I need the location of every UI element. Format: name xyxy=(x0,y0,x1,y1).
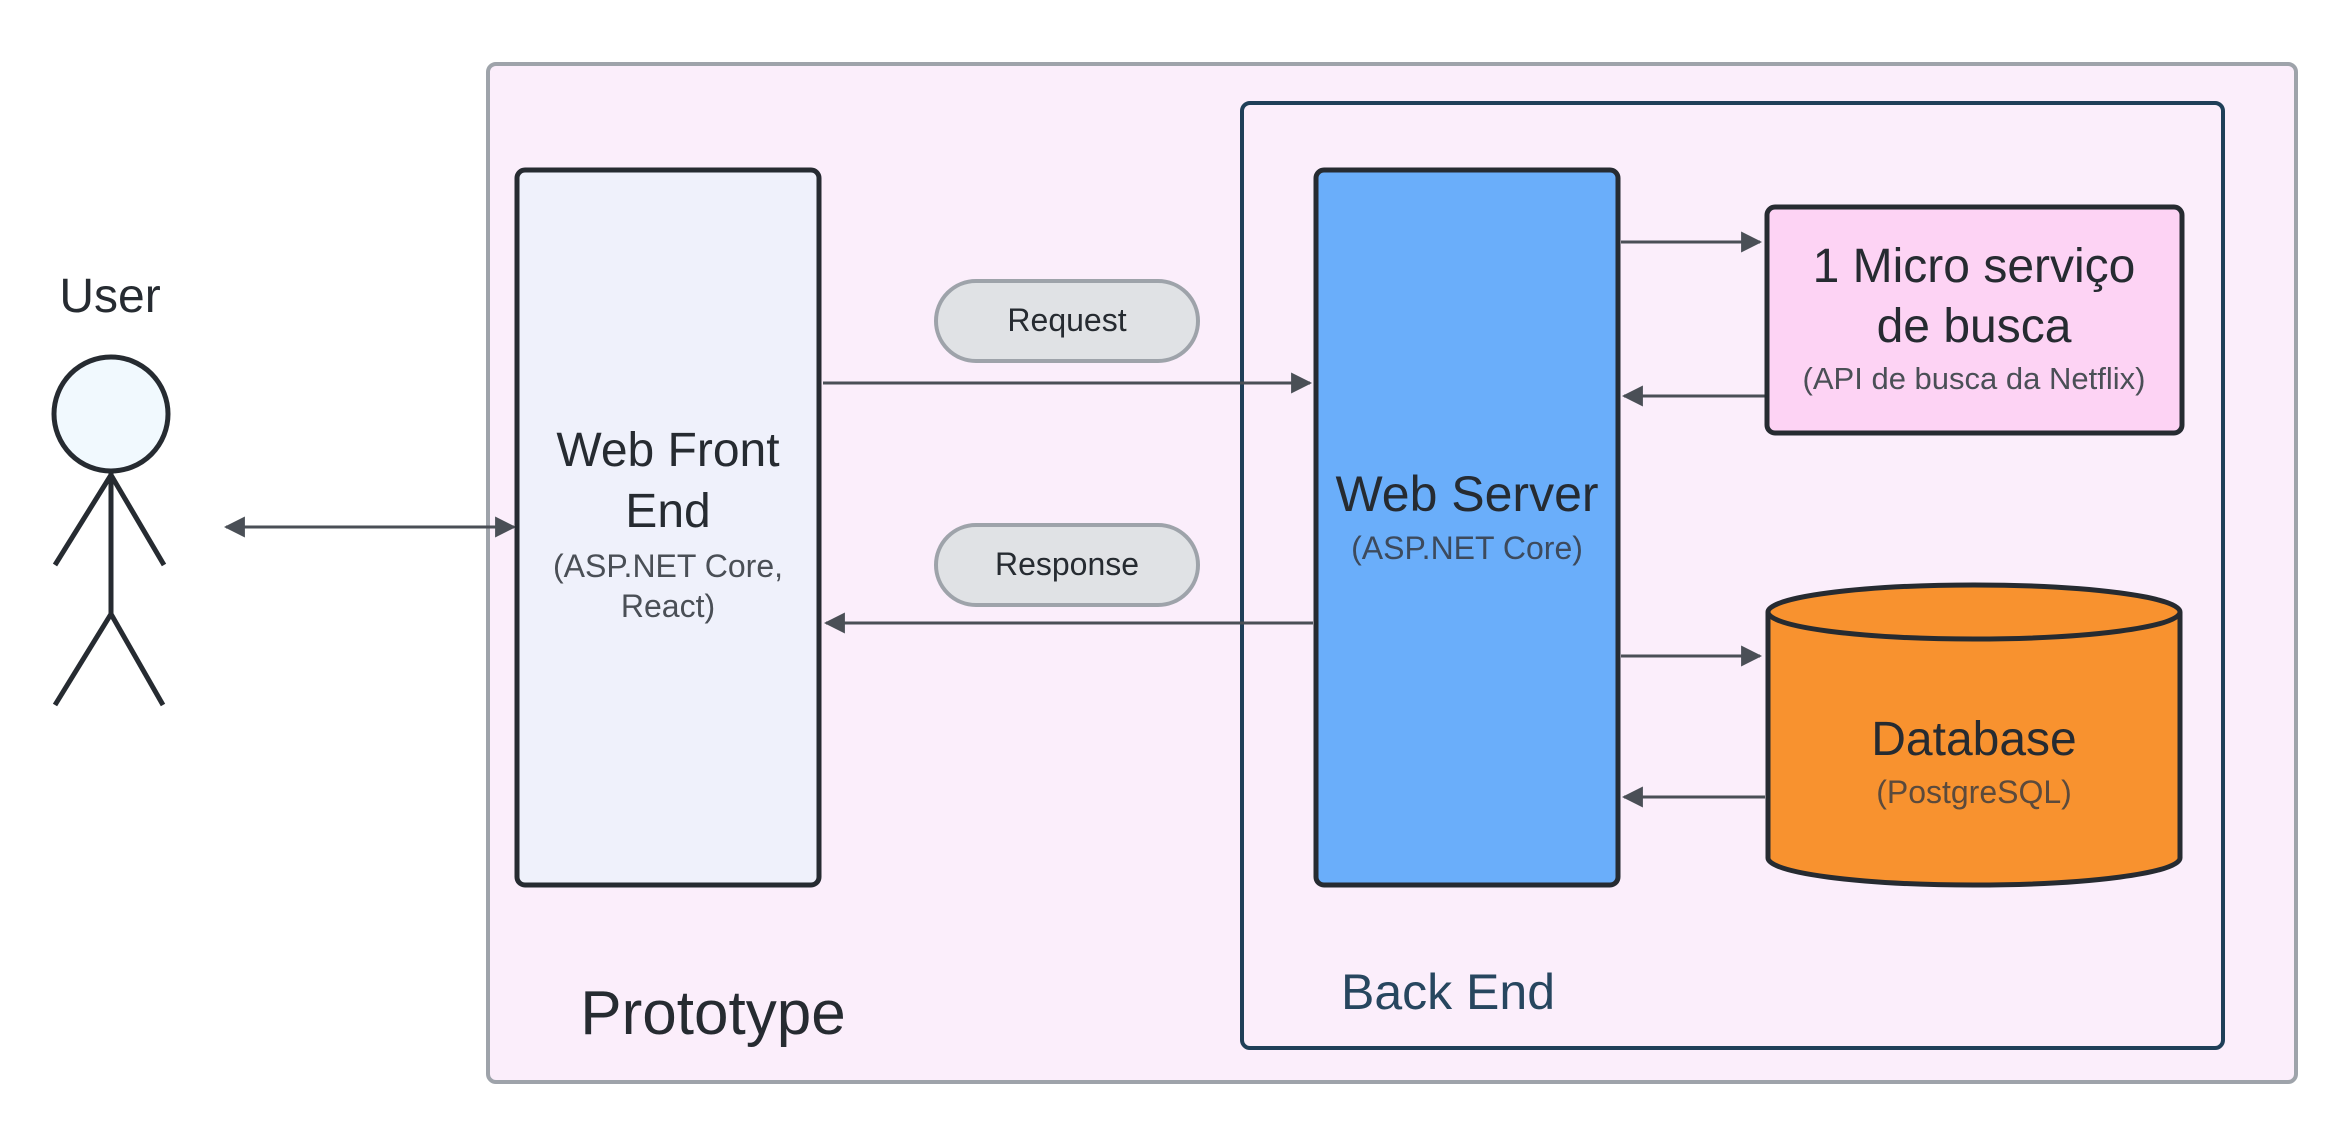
response-pill-shape xyxy=(934,523,1200,607)
webserver-node: Web Server (ASP.NET Core) xyxy=(1313,167,1621,888)
prototype-label: Prototype xyxy=(580,979,845,1048)
user-arm-right xyxy=(108,473,167,567)
request-pill-shape xyxy=(934,279,1200,363)
database-node: Database (PostgreSQL) xyxy=(1765,582,2183,888)
user-head xyxy=(51,354,171,474)
user-leg-left xyxy=(52,612,114,707)
backend-label: Back End xyxy=(1341,964,1555,1020)
webserver-subtitle: (ASP.NET Core) xyxy=(1351,530,1583,566)
user-label: User xyxy=(59,270,160,323)
user-leg-right xyxy=(108,612,166,707)
frontend-subtitle-line1: (ASP.NET Core, xyxy=(553,548,783,584)
request-label: Request xyxy=(1007,302,1126,338)
frontend-title-line2: End xyxy=(625,485,710,538)
response-label-pill: Response xyxy=(934,523,1200,607)
frontend-title-line1: Web Front xyxy=(556,424,779,477)
microservice-node: 1 Micro serviço de busca (API de busca d… xyxy=(1764,204,2185,436)
database-subtitle: (PostgreSQL) xyxy=(1876,774,2072,810)
microservice-title-line2: de busca xyxy=(1877,300,2072,353)
request-label-pill: Request xyxy=(934,279,1200,363)
microservice-title-line1: 1 Micro serviço xyxy=(1813,240,2136,293)
microservice-subtitle: (API de busca da Netflix) xyxy=(1803,361,2146,396)
backend-container xyxy=(1240,101,2225,1050)
database-title: Database xyxy=(1871,713,2076,766)
database-cylinder-top xyxy=(1765,582,2183,642)
frontend-box xyxy=(514,167,822,888)
microservice-box xyxy=(1764,204,2185,436)
webserver-box xyxy=(1313,167,1621,888)
webserver-title: Web Server xyxy=(1335,466,1598,522)
database-cylinder-body xyxy=(1765,612,2183,888)
user-arm-left xyxy=(52,473,114,567)
response-label: Response xyxy=(995,546,1139,582)
frontend-node: Web Front End (ASP.NET Core, React) xyxy=(514,167,822,888)
frontend-subtitle-line2: React) xyxy=(621,588,715,624)
user-actor: User xyxy=(51,270,171,707)
